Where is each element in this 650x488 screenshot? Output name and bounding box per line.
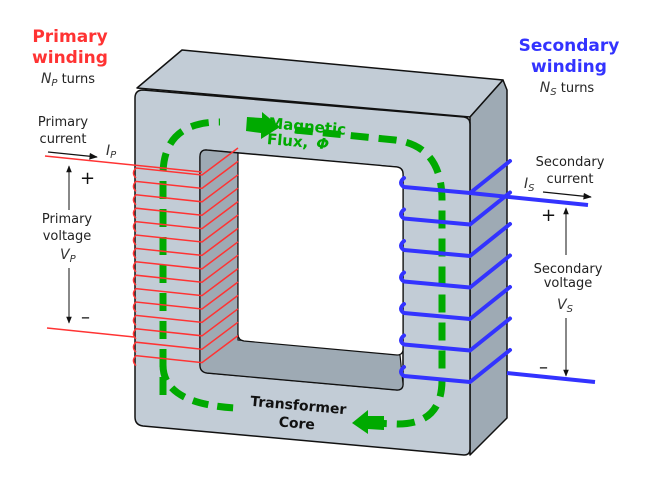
primary-coil-turn (132, 268, 239, 300)
primary-lead-top (44, 155, 203, 173)
primary-coil-turn (132, 281, 239, 313)
flux-dashed-loop (159, 118, 446, 428)
magnetic-flux-path (159, 112, 446, 434)
secondary-coil-turn (399, 348, 512, 384)
primary-minus: – (81, 307, 90, 328)
primary-coil-turn (132, 201, 239, 233)
secondary-coil-turn (399, 285, 512, 321)
secondary-current-symbol: IS (524, 176, 535, 194)
primary-winding-title: Primary (32, 27, 107, 47)
primary-turns: NP turns (41, 71, 95, 89)
secondary-lead-top (469, 191, 589, 207)
primary-coil-turn (132, 308, 239, 340)
flux-arrow-right-icon (246, 112, 280, 139)
secondary-coil-turn (399, 253, 512, 290)
primary-winding-title-2: winding (32, 48, 108, 68)
secondary-minus: – (539, 357, 548, 378)
secondary-winding-title-2: winding (531, 57, 607, 77)
secondary-voltage-label-2: voltage (544, 276, 593, 291)
secondary-current-label-2: current (547, 172, 594, 187)
secondary-coil-turn (399, 159, 512, 195)
primary-voltage-symbol: VP (60, 247, 77, 265)
primary-coil-turn (132, 160, 239, 192)
primary-current-symbol: IP (106, 143, 117, 161)
primary-coil-turn (132, 294, 239, 326)
primary-coil (132, 147, 239, 367)
primary-current-arrow (47, 151, 98, 160)
core-side-face (469, 79, 508, 456)
secondary-coil-turn (399, 316, 512, 353)
primary-voltage-label: Primary (42, 212, 93, 227)
primary-coil-turn (132, 147, 239, 179)
secondary-current-arrow (542, 191, 592, 200)
primary-coil-turn (132, 214, 239, 246)
primary-lead-bottom (46, 327, 135, 338)
secondary-lead-bottom (506, 371, 596, 384)
flux-arrow-left-icon (352, 410, 384, 434)
primary-coil-turn (132, 227, 239, 259)
secondary-current-label: Secondary (536, 155, 605, 170)
flux-label-line2: Flux,Φ (266, 130, 330, 153)
primary-current-label: Primary (38, 115, 89, 130)
secondary-plus: + (541, 205, 556, 226)
primary-plus: + (80, 168, 95, 189)
core-label-line2: Core (278, 414, 316, 433)
primary-coil-turn (132, 335, 239, 367)
primary-coil-turn (132, 321, 239, 353)
core-window-opening (237, 152, 404, 356)
secondary-coil (399, 159, 512, 384)
secondary-voltage-symbol: VS (557, 297, 574, 315)
secondary-winding-title: Secondary (519, 36, 620, 56)
flux-lower-left-curve (159, 364, 237, 412)
secondary-voltage-label: Secondary (534, 262, 603, 277)
primary-voltage-label-2: voltage (43, 229, 92, 244)
primary-coil-turn (132, 254, 239, 286)
primary-coil-turn (132, 241, 239, 273)
primary-coil-turn (132, 174, 239, 206)
secondary-turns: NS turns (540, 80, 595, 98)
secondary-coil-turn (399, 222, 512, 258)
secondary-coil-turn (399, 190, 512, 227)
primary-current-label-2: current (40, 132, 87, 147)
primary-coil-turn (132, 187, 239, 219)
